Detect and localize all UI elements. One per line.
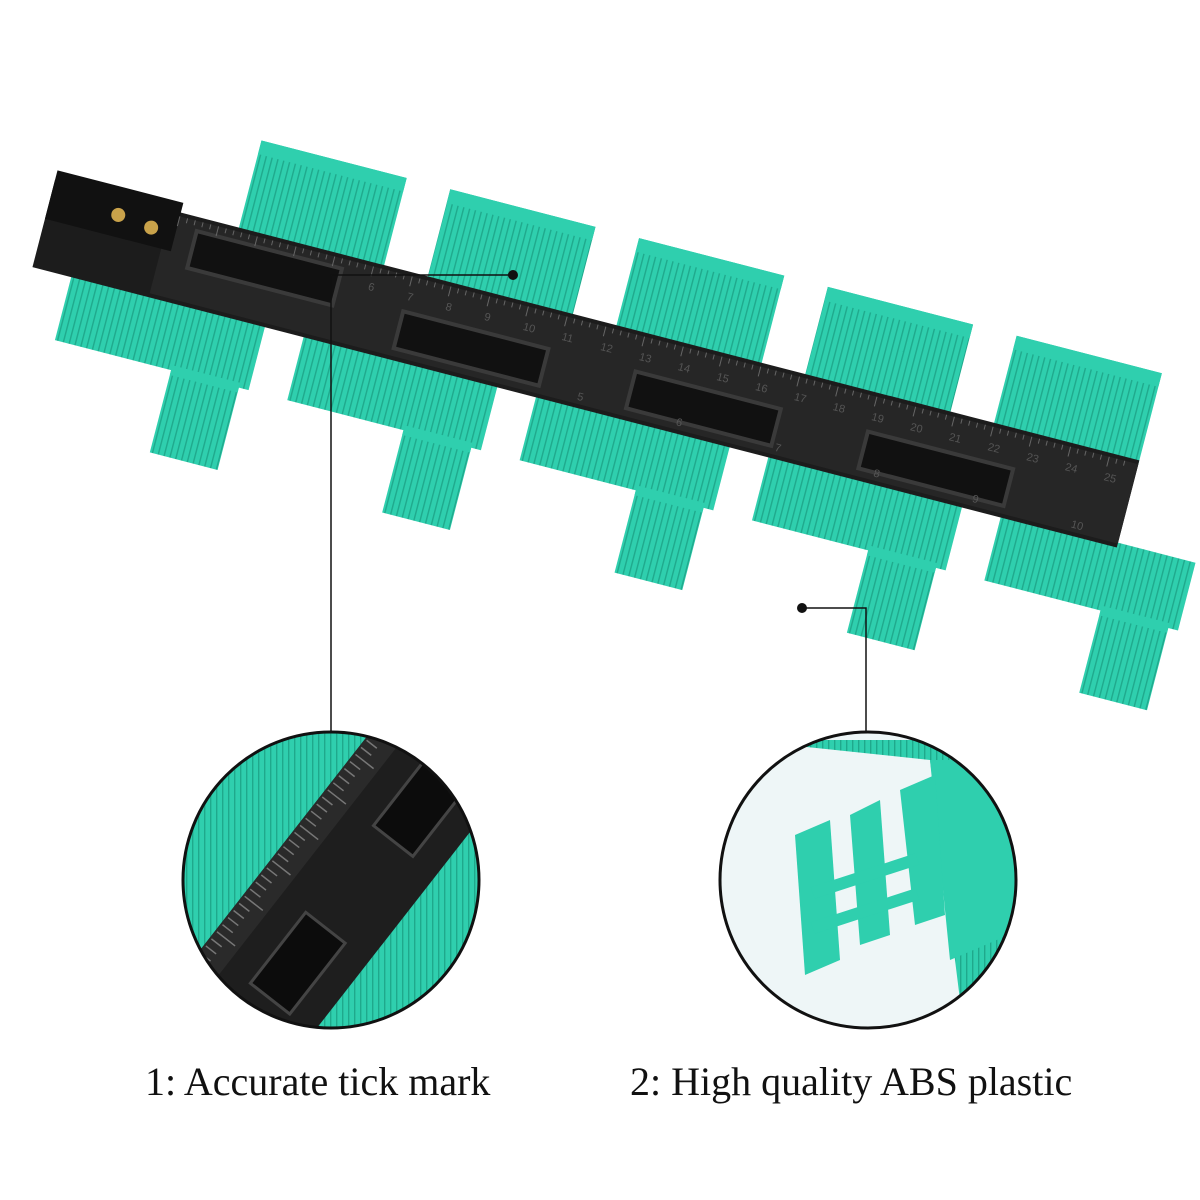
callout-dot-2 — [797, 603, 807, 613]
ruler-number: 24 — [1064, 461, 1079, 476]
ruler-windows — [184, 228, 1016, 509]
ruler-number: 19 — [870, 411, 885, 426]
ruler-number: 9 — [483, 311, 492, 324]
comb-finger-block — [426, 189, 596, 319]
ruler-window — [623, 369, 784, 449]
ruler-number: 20 — [909, 421, 924, 436]
callout-leader-2 — [802, 607, 867, 732]
ruler-number: 13 — [638, 351, 653, 366]
ruler-number: 10 — [522, 321, 537, 336]
comb-finger-block — [54, 272, 267, 470]
ruler-number: 25 — [1103, 471, 1118, 486]
ruler-ticks — [176, 216, 1126, 467]
ruler-number: 18 — [831, 401, 846, 416]
ruler-number: 15 — [715, 371, 730, 386]
caption-abs-plastic: 2: High quality ABS plastic — [630, 1059, 1073, 1104]
ruler-number: 8 — [444, 301, 453, 314]
ruler-numbers: 6 7 8 9 10 11 12 13 14 15 16 17 18 19 20 21 22 23 24 25 5 6 7 8… — [367, 281, 1118, 534]
callout-dot-1 — [508, 270, 518, 280]
ruler-number: 9 — [971, 493, 980, 506]
ruler-number: 22 — [986, 441, 1001, 456]
callout-leader-1 — [330, 274, 513, 732]
ruler-number: 11 — [560, 331, 574, 345]
comb-finger-block — [751, 452, 964, 651]
ruler-number: 5 — [576, 391, 585, 404]
ruler-number: 10 — [1070, 519, 1085, 534]
detail-circle-tick-mark — [181, 730, 481, 1030]
contour-gauge: 6 7 8 9 10 11 12 13 14 15 16 17 18 19 20 21 22 23 24 25 5 6 7 8… — [32, 140, 1196, 711]
screw-icon — [144, 220, 159, 235]
top-comb-fingers — [237, 140, 1162, 466]
ruler-number: 23 — [1025, 451, 1040, 466]
ruler-number: 12 — [599, 341, 614, 356]
caption-accurate-tick-mark: 1: Accurate tick mark — [145, 1059, 491, 1104]
comb-finger-block — [992, 335, 1162, 466]
ruler-number: 6 — [367, 281, 376, 294]
comb-finger-block — [984, 512, 1196, 711]
bottom-comb-fingers — [54, 272, 1196, 711]
ruler-number: 17 — [793, 391, 808, 406]
detail-circle-abs-plastic — [718, 730, 1018, 1030]
comb-finger-block — [287, 332, 499, 531]
ruler-number: 7 — [773, 442, 782, 455]
ruler-window — [391, 308, 551, 389]
screw-icon — [111, 207, 126, 222]
comb-finger-block — [519, 392, 731, 591]
comb-finger-block — [615, 238, 785, 368]
ruler-number: 8 — [872, 468, 881, 481]
ruler-number: 7 — [405, 291, 414, 304]
comb-finger-block — [804, 286, 974, 417]
ruler-window — [855, 429, 1016, 509]
ruler-number: 21 — [948, 431, 963, 446]
comb-finger-block — [237, 140, 407, 270]
ruler-window — [184, 228, 345, 308]
ruler-number: 16 — [754, 381, 769, 396]
ruler-number: 14 — [677, 361, 692, 376]
ruler-number: 6 — [675, 416, 684, 429]
